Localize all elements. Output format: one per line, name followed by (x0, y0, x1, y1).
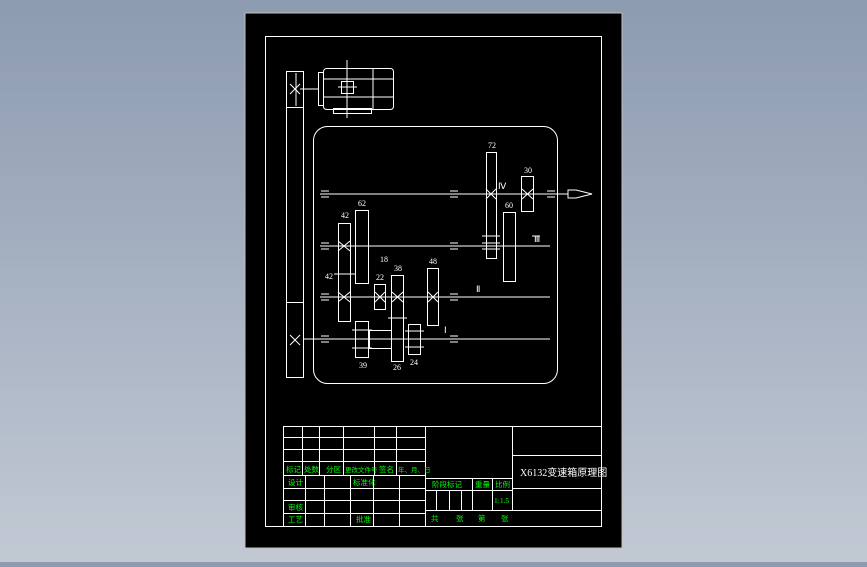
shaft-label-iv: Ⅳ (498, 181, 507, 191)
drawing-sheet (244, 12, 623, 549)
gear-label-18: 18 (380, 255, 388, 264)
header-mark: 标记 (286, 464, 301, 474)
label-process: 工艺 (288, 515, 303, 524)
gear-38 (388, 275, 407, 362)
gear-label-38: 38 (394, 264, 402, 273)
label-sheets-total: 共 (431, 514, 439, 523)
gear-62 (355, 210, 369, 284)
header-change-doc: 更改文件号 (345, 465, 378, 474)
label-review: 审核 (288, 502, 303, 512)
gear-30 (521, 176, 534, 212)
motor (300, 60, 394, 118)
bearings (321, 190, 555, 343)
gear-72 (482, 152, 500, 259)
label-scale: 比例 (495, 479, 510, 489)
gear-label-72: 72 (488, 141, 496, 150)
gear-label-39: 39 (359, 361, 367, 370)
title-block-text: X6132变速箱原理图 标记 处数 分区 更改文件号 签名 年、月、日 设计 标… (286, 464, 607, 524)
shaft-label-iii: Ⅲ (534, 234, 540, 244)
gear-label-26: 26 (393, 363, 401, 372)
shaft-labels: Ⅳ Ⅲ Ⅱ Ⅰ (444, 181, 540, 335)
title-drawing: X6132变速箱原理图 (520, 466, 607, 479)
gear-39 (352, 321, 372, 358)
gear-22 (374, 284, 386, 310)
gear-label-60: 60 (505, 201, 513, 210)
title-block (283, 426, 602, 527)
gear-label-42a: 42 (341, 211, 349, 220)
header-zone: 分区 (326, 465, 341, 474)
label-design: 设计 (288, 477, 303, 487)
label-sheet-unit-a: 张 (456, 514, 464, 523)
shaft-label-i: Ⅰ (444, 325, 447, 335)
gearbox-housing (313, 126, 558, 384)
gear-label-30: 30 (524, 166, 532, 175)
label-sheet-no: 第 (478, 513, 486, 523)
belt-drive (286, 71, 304, 378)
gear-label-62: 62 (358, 199, 366, 208)
label-weight: 重量 (475, 480, 490, 489)
value-scale: 1:1.5 (494, 496, 509, 505)
gear-label-24: 24 (410, 358, 418, 367)
label-stage-mark: 阶段标记 (432, 479, 462, 489)
output-shaft-tip (567, 189, 593, 199)
label-standardization: 标准化 (353, 477, 376, 487)
gear-26 (369, 330, 392, 349)
header-date: 年、月、日 (398, 465, 431, 474)
header-signature: 签名 (379, 464, 394, 474)
gear-labels: 72 30 60 62 42 42 18 22 38 48 39 26 24 (325, 141, 532, 372)
gear-48 (427, 268, 439, 326)
gear-label-22: 22 (376, 273, 384, 282)
gear-label-42b: 42 (325, 272, 333, 281)
label-sheet-unit-b: 张 (501, 514, 509, 523)
header-count: 处数 (304, 464, 319, 474)
shaft-label-ii: Ⅱ (476, 284, 480, 294)
gear-60 (503, 212, 516, 282)
gear-label-48: 48 (429, 257, 437, 266)
gear-42-upper (334, 223, 356, 322)
label-approval: 批准 (356, 514, 371, 524)
gear-24 (405, 324, 424, 355)
gearbox (303, 126, 593, 384)
